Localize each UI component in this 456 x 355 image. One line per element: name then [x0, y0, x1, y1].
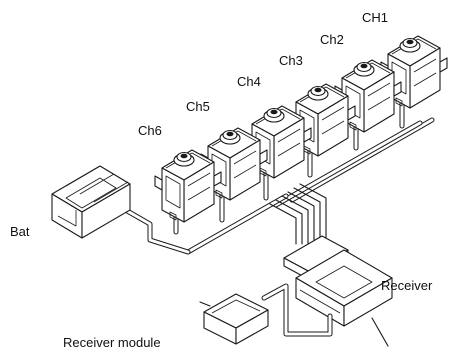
- battery-pack: [51, 165, 131, 239]
- label-battery: Bat: [10, 224, 30, 239]
- label-ch5: Ch5: [186, 99, 210, 114]
- label-ch2: Ch2: [320, 32, 344, 47]
- labels: CH1 Ch2 Ch3 Ch4 Ch5 Ch6 Bat Receiver Rec…: [10, 10, 433, 350]
- label-ch4: Ch4: [237, 74, 261, 89]
- receiver-module-cable: [199, 283, 333, 337]
- label-ch3: Ch3: [279, 53, 303, 68]
- label-receiver: Receiver: [381, 278, 433, 293]
- servo-ch6: [154, 149, 222, 223]
- label-ch6: Ch6: [138, 123, 162, 138]
- label-receiver-module: Receiver module: [63, 335, 161, 350]
- receiver-module: [203, 293, 269, 345]
- label-ch1: CH1: [362, 10, 388, 25]
- receiver: [283, 235, 393, 347]
- battery-lead: [119, 205, 191, 255]
